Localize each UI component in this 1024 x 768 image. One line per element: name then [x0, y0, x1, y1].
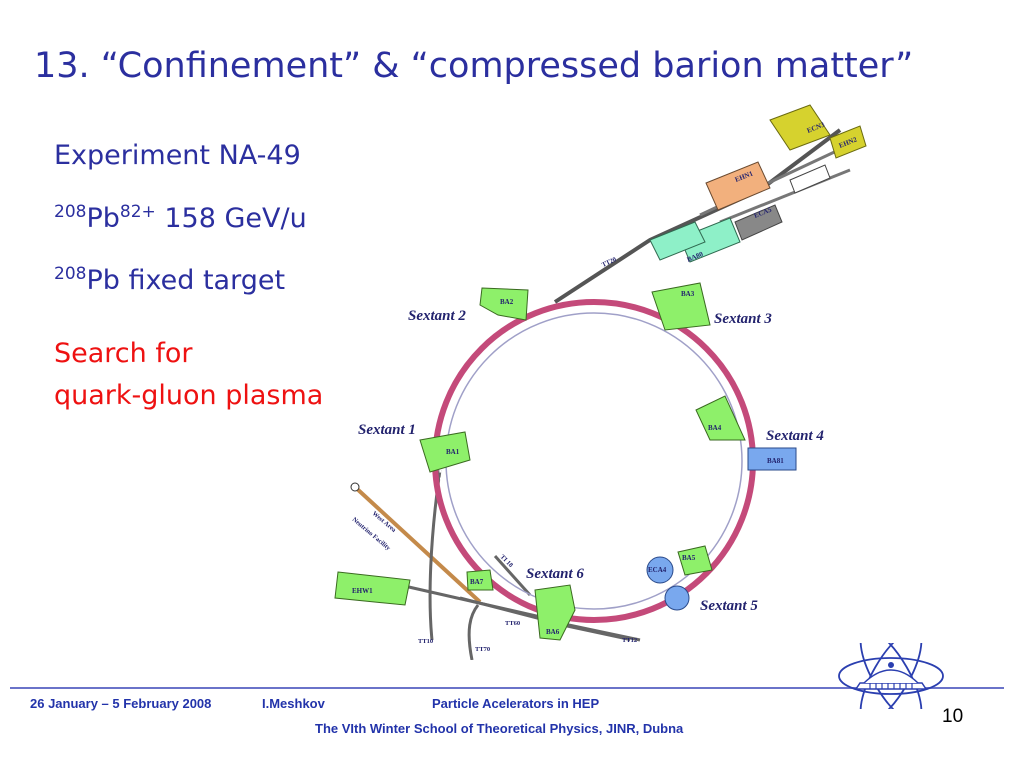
building-ehw1	[334, 571, 411, 606]
west-area-line	[353, 485, 482, 604]
building-ba3	[651, 282, 711, 331]
label-ba3: BA3	[681, 290, 695, 298]
label-tt60: TT60	[505, 620, 520, 627]
building-north-cyan	[649, 221, 706, 261]
building-ba80	[679, 217, 741, 263]
building-eca5	[646, 556, 674, 584]
tt12-line	[559, 624, 631, 641]
footer-divider	[10, 687, 1004, 689]
beam-element: Pb	[86, 203, 120, 234]
label-eca4: BA81	[767, 457, 784, 465]
building-ba81	[734, 204, 783, 241]
label-sextant-3: Sextant 3	[714, 311, 772, 327]
label-sextant-2: Sextant 2	[408, 308, 466, 324]
beam-charge: 82+	[119, 202, 156, 222]
label-ba4: BA4	[708, 424, 722, 432]
label-ba6: BA6	[546, 628, 560, 636]
label-ba2: BA2	[500, 298, 514, 306]
beam-mass-number: 208	[54, 202, 87, 222]
beam-line: 208Pb82+ 158 GeV/u	[54, 202, 307, 234]
building-ba5	[677, 545, 713, 576]
target-desc: fixed target	[128, 265, 286, 296]
building-ba2	[479, 287, 529, 321]
building-ecn3	[769, 104, 831, 151]
footer-author: I.Meshkov	[262, 696, 325, 711]
search-line-2: quark-gluon plasma	[54, 380, 324, 411]
building-ehn2	[829, 125, 867, 159]
page-number: 10	[942, 706, 964, 727]
label-ba5: BA5	[682, 554, 696, 562]
building-eca5-cavern	[664, 585, 690, 611]
building-eca4	[747, 447, 797, 471]
label-sextant-6: Sextant 6	[526, 566, 584, 582]
building-ehn1	[705, 161, 771, 211]
label-ba7: BA7	[470, 578, 484, 586]
building-ehn2-tail	[789, 164, 831, 194]
label-eca5: ECA4	[648, 566, 667, 574]
label-tt10: TT10	[418, 638, 433, 645]
label-tt12: TT12	[622, 637, 637, 644]
search-line-1: Search for	[54, 338, 193, 369]
sps-accelerator-diagram: BA2 BA3 BA4 BA81 BA1 BA5 ECA4 BA6 BA7 EH…	[334, 104, 867, 660]
target-element: Pb	[86, 265, 120, 296]
target-mass-number: 208	[54, 264, 87, 284]
label-sextant-1: Sextant 1	[358, 422, 416, 438]
building-ba1	[419, 431, 471, 473]
jinr-logo-icon	[838, 643, 944, 709]
tt20-transfer-line	[553, 128, 842, 304]
ehw1-line	[399, 583, 546, 620]
label-ba1: BA1	[446, 448, 460, 456]
footer-dates: 26 January – 5 February 2008	[30, 696, 212, 711]
label-ehw1: EHW1	[352, 587, 373, 595]
footer-topic: Particle Acelerators in HEP	[432, 696, 600, 711]
beam-energy: 158 GeV/u	[164, 203, 307, 234]
target-line: 208Pb fixed target	[54, 264, 285, 296]
ti18-line	[493, 554, 532, 597]
tt70-line	[467, 604, 480, 660]
slide-title: 13. “Confinement” & “compressed barion m…	[34, 46, 914, 86]
label-sextant-4: Sextant 4	[766, 428, 824, 444]
label-sextant-5: Sextant 5	[700, 598, 758, 614]
footer-school: The VIth Winter School of Theoretical Ph…	[315, 721, 684, 736]
building-ba7	[466, 569, 494, 591]
experiment-line: Experiment NA-49	[54, 140, 301, 171]
building-ba6	[534, 584, 576, 641]
label-tt70: TT70	[475, 646, 490, 653]
building-ba4	[695, 395, 746, 441]
west-area-target	[350, 482, 360, 492]
